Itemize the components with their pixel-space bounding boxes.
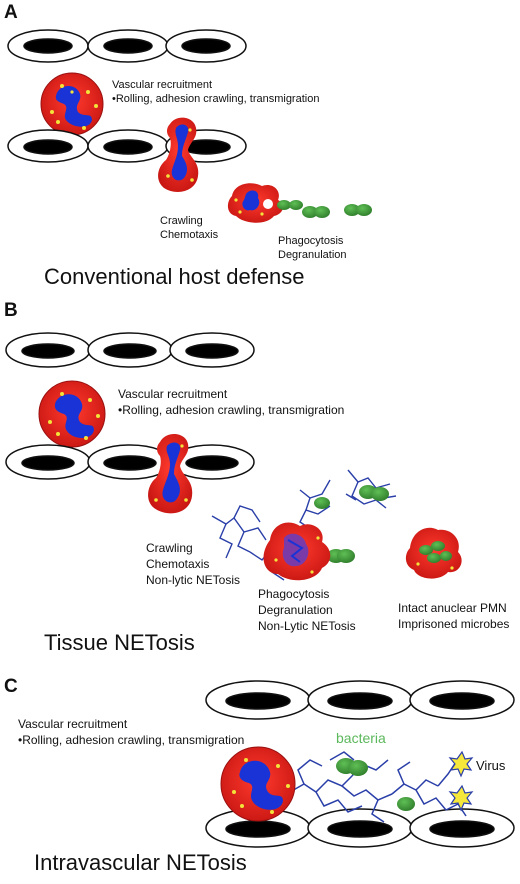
- neutrophil-circulating-a: [40, 72, 104, 136]
- panel-title-a: Conventional host defense: [44, 264, 305, 289]
- net-fibers-c: [289, 751, 467, 823]
- recruitment-title-c: Vascular recruitment: [18, 717, 128, 731]
- phago-line-a-1: Phagocytosis: [278, 235, 344, 247]
- recruitment-steps-b: •Rolling, adhesion crawling, transmigrat…: [118, 403, 345, 417]
- virus-label-c: Virus: [476, 758, 506, 773]
- recruitment-title-b: Vascular recruitment: [118, 387, 228, 401]
- endothelium-top-c: [205, 680, 515, 720]
- crawling-line-b-3: Non-lytic NETosis: [146, 573, 241, 587]
- virus-icons-c: [448, 750, 474, 812]
- endothelium-top-b: [5, 332, 255, 368]
- recruitment-label-c: Vascular recruitment •Rolling, adhesion …: [18, 716, 244, 748]
- recruitment-title-a: Vascular recruitment: [112, 79, 213, 91]
- crawling-line-b-2: Chemotaxis: [146, 557, 210, 571]
- endothelium-top-a: [7, 29, 247, 63]
- panel-c: [205, 680, 515, 848]
- panel-label-a: A: [4, 2, 18, 23]
- phago-line-a-2: Degranulation: [278, 249, 347, 261]
- neutrophil-netotic-b: [263, 522, 331, 581]
- phago-line-b-3: Non-Lytic NETosis: [258, 619, 356, 633]
- recruitment-steps-a: •Rolling, adhesion crawling, transmigrat…: [112, 93, 320, 105]
- endothelium-bottom-b: [5, 444, 255, 480]
- pmn-line-b-2: Imprisoned microbes: [398, 617, 510, 631]
- phago-label-a: Phagocytosis Degranulation: [278, 234, 347, 262]
- microbes-b: [314, 485, 389, 563]
- neutrophil-intravascular-c: [220, 746, 296, 822]
- panel-title-c: Intravascular NETosis: [34, 850, 247, 875]
- panel-title-b: Tissue NETosis: [44, 630, 195, 655]
- recruitment-steps-c: •Rolling, adhesion crawling, transmigrat…: [18, 733, 245, 747]
- neutrophil-transmigrating-a: [158, 117, 199, 192]
- neutrophil-phagocytic-a: [227, 183, 283, 223]
- crawling-line-a-2: Chemotaxis: [160, 229, 219, 241]
- crawling-line-a-1: Crawling: [160, 215, 203, 227]
- crawling-label-a: Crawling Chemotaxis: [160, 214, 218, 242]
- crawling-label-b: Crawling Chemotaxis Non-lytic NETosis: [146, 540, 240, 588]
- microbes-a: [277, 200, 372, 218]
- phago-line-b-2: Degranulation: [258, 603, 333, 617]
- phago-label-b: Phagocytosis Degranulation Non-Lytic NET…: [258, 586, 356, 634]
- bacteria-label-c: bacteria: [336, 730, 386, 746]
- neutrophil-circulating-b: [38, 380, 106, 448]
- microbes-c: [336, 758, 415, 811]
- pmn-label-b: Intact anuclear PMN Imprisoned microbes: [398, 600, 509, 632]
- panel-b: [5, 332, 462, 581]
- neutrophil-transmigrating-b: [148, 433, 193, 514]
- endothelium-bottom-a: [7, 129, 247, 163]
- pmn-line-b-1: Intact anuclear PMN: [398, 601, 507, 615]
- recruitment-label-a: Vascular recruitment •Rolling, adhesion …: [112, 78, 319, 106]
- endothelium-bottom-c: [205, 808, 515, 848]
- anuclear-pmn-b: [405, 527, 462, 579]
- phago-line-b-1: Phagocytosis: [258, 587, 330, 601]
- crawling-line-b-1: Crawling: [146, 541, 193, 555]
- panel-label-c: C: [4, 676, 18, 697]
- recruitment-label-b: Vascular recruitment •Rolling, adhesion …: [118, 386, 344, 418]
- panel-label-b: B: [4, 300, 18, 321]
- panel-a: [7, 29, 372, 223]
